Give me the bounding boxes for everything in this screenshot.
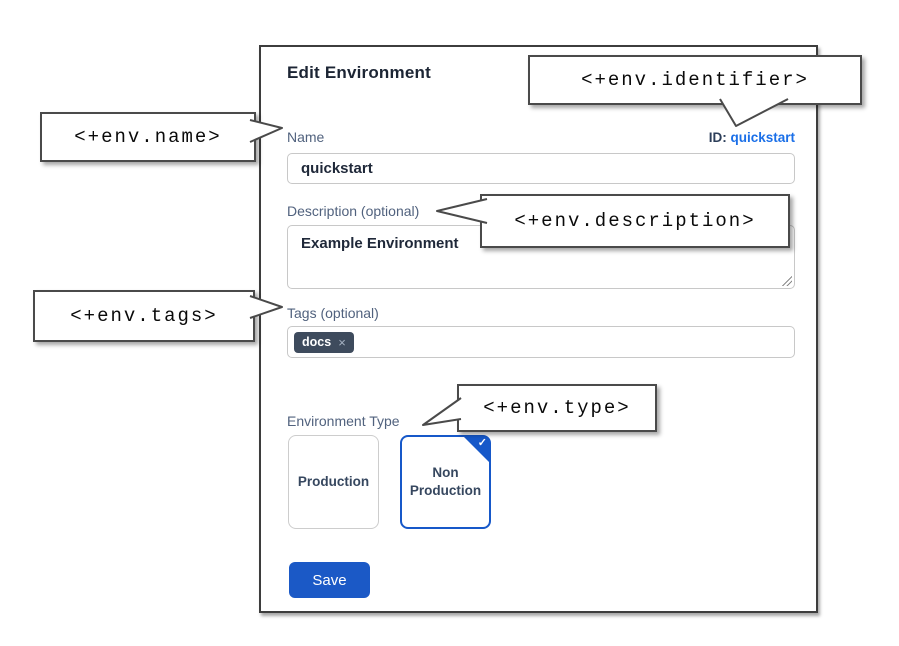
callout-env-name: <+env.name>: [40, 112, 256, 162]
type-card-production-label: Production: [297, 474, 370, 490]
description-label: Description (optional): [287, 203, 420, 219]
tag-chip-label: docs: [302, 335, 332, 349]
identifier-wrap: ID: quickstart: [709, 130, 795, 145]
callout-env-type-text: <+env.type>: [483, 397, 631, 419]
tag-remove-icon[interactable]: ×: [338, 334, 346, 350]
selected-corner-badge: ✓: [463, 436, 490, 463]
callout-env-tags-text: <+env.tags>: [70, 305, 218, 327]
tag-chip: docs ×: [294, 331, 354, 353]
name-input[interactable]: quickstart: [287, 153, 795, 184]
identifier-value-link[interactable]: quickstart: [730, 130, 795, 145]
callout-env-identifier: <+env.identifier>: [528, 55, 862, 105]
callout-env-description-text: <+env.description>: [514, 210, 756, 232]
resize-grip-icon[interactable]: [782, 276, 792, 286]
callout-env-tags: <+env.tags>: [33, 290, 255, 342]
environment-type-cards: Production Non Production ✓: [288, 435, 491, 529]
name-row: Name ID: quickstart: [287, 129, 795, 145]
save-button[interactable]: Save: [289, 562, 370, 598]
edit-environment-dialog: Edit Environment Name ID: quickstart qui…: [259, 45, 818, 613]
tags-input[interactable]: docs ×: [287, 326, 795, 358]
type-card-non-production[interactable]: Non Production ✓: [400, 435, 491, 529]
type-card-non-production-label: Non Production: [409, 465, 482, 498]
callout-env-name-text: <+env.name>: [74, 126, 222, 148]
environment-type-label: Environment Type: [287, 413, 400, 429]
identifier-label: ID:: [708, 130, 727, 145]
callout-env-type: <+env.type>: [457, 384, 657, 432]
check-icon: ✓: [477, 437, 487, 449]
description-value: Example Environment: [301, 235, 459, 252]
callout-env-description: <+env.description>: [480, 194, 790, 248]
name-label: Name: [287, 129, 325, 145]
type-card-production[interactable]: Production: [288, 435, 379, 529]
dialog-title: Edit Environment: [287, 63, 431, 82]
callout-env-identifier-text: <+env.identifier>: [581, 69, 809, 91]
tags-label: Tags (optional): [287, 305, 379, 321]
